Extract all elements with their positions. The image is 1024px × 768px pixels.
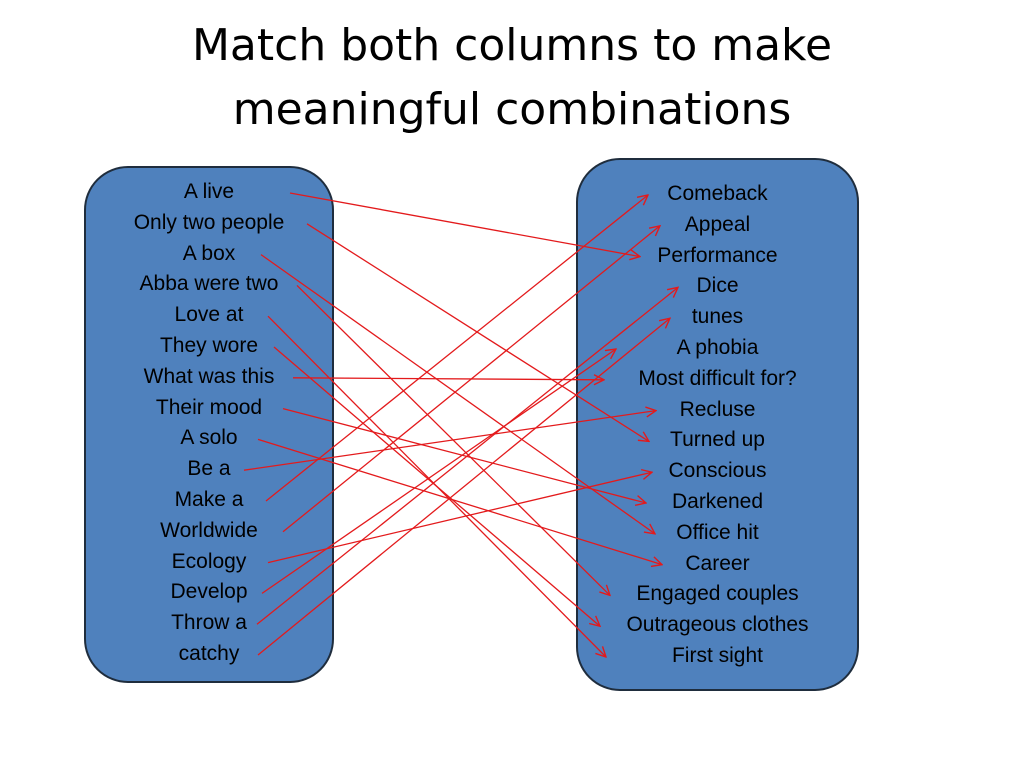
slide-title-line-2: meaningful combinations	[232, 84, 792, 135]
right-item-turned-up[interactable]: Turned up	[670, 428, 765, 452]
left-item-their-mood[interactable]: Their mood	[155, 395, 263, 419]
left-item-catchy[interactable]: catchy	[178, 641, 240, 665]
left-item-throw-a[interactable]: Throw a	[171, 611, 247, 635]
left-item-make-a[interactable]: Make a	[174, 487, 244, 511]
right-column-list: Comeback Appeal Performance Dice tunes A…	[578, 179, 857, 672]
right-item-most-difficult-for[interactable]: Most difficult for?	[638, 366, 797, 390]
left-item-be-a[interactable]: Be a	[187, 457, 231, 481]
left-item-only-two-people[interactable]: Only two people	[133, 210, 285, 234]
right-item-engaged-couples[interactable]: Engaged couples	[636, 582, 799, 606]
right-item-recluse[interactable]: Recluse	[679, 397, 756, 421]
right-item-dice[interactable]: Dice	[696, 274, 739, 298]
left-item-abba-were-two[interactable]: Abba were two	[139, 272, 279, 296]
left-item-ecology[interactable]: Ecology	[171, 549, 247, 573]
left-item-love-at[interactable]: Love at	[174, 303, 244, 327]
right-item-performance[interactable]: Performance	[657, 243, 778, 267]
left-item-worldwide[interactable]: Worldwide	[160, 518, 258, 542]
left-item-a-live[interactable]: A live	[183, 180, 235, 203]
arrow-abba-were-two-to-engaged-couples	[296, 284, 610, 595]
right-item-first-sight[interactable]: First sight	[671, 643, 763, 667]
right-item-appeal[interactable]: Appeal	[684, 212, 751, 236]
right-item-darkened[interactable]: Darkened	[671, 489, 764, 513]
right-item-comeback[interactable]: Comeback	[667, 182, 768, 205]
left-item-what-was-this[interactable]: What was this	[143, 364, 275, 388]
left-column-list: A live Only two people A box Abba were t…	[86, 177, 332, 670]
left-item-a-solo[interactable]: A solo	[180, 426, 238, 450]
arrow-what-was-this-to-most-difficult-for	[292, 378, 604, 380]
right-item-office-hit[interactable]: Office hit	[676, 520, 759, 544]
left-item-they-wore[interactable]: They wore	[159, 333, 259, 357]
right-item-outrageous-clothes[interactable]: Outrageous clothes	[626, 613, 809, 637]
left-item-develop[interactable]: Develop	[170, 580, 248, 604]
right-item-conscious[interactable]: Conscious	[668, 459, 767, 483]
slide-title: Match both columns to make meaningful co…	[0, 14, 1024, 142]
right-item-tunes[interactable]: tunes	[691, 305, 744, 329]
slide-title-line-1: Match both columns to make	[191, 20, 833, 71]
left-item-a-box[interactable]: A box	[182, 241, 236, 265]
right-item-career[interactable]: Career	[685, 551, 750, 575]
right-item-a-phobia[interactable]: A phobia	[676, 335, 759, 359]
